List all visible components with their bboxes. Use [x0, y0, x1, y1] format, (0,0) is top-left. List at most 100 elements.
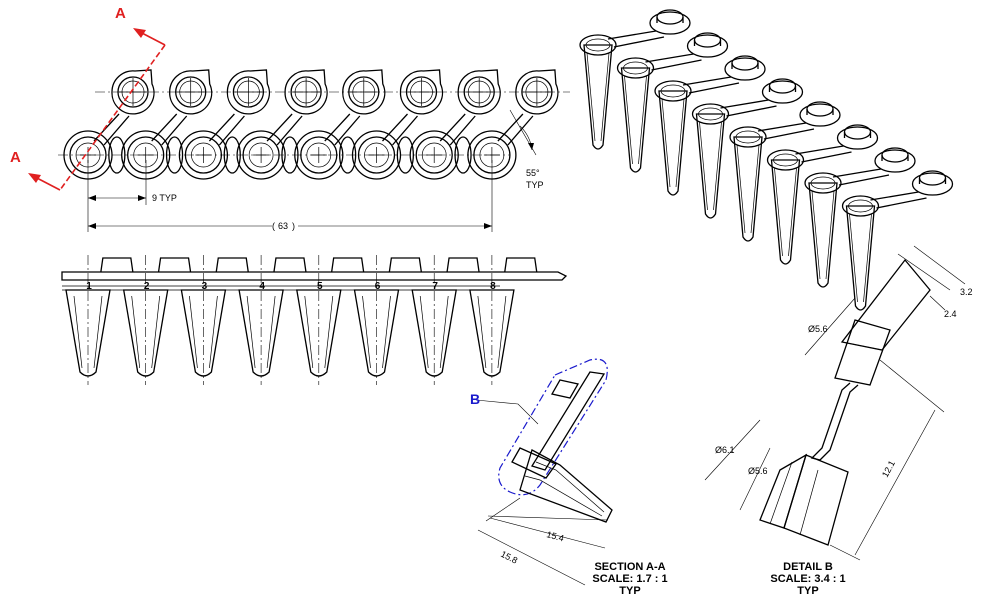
iso-tube-rim [841, 195, 880, 217]
section-arrow-head [28, 173, 41, 183]
section-rim [511, 447, 557, 479]
tube-profile [296, 289, 342, 377]
tube-bore [306, 142, 332, 168]
detail-dim-line [704, 419, 761, 481]
detail-hinge-arm [810, 382, 859, 461]
tube-wall [73, 295, 103, 369]
tube-wall [246, 295, 276, 369]
tube-number: 6 [375, 281, 381, 292]
iso-tube-bore [698, 107, 723, 121]
iso-tube-body [770, 159, 801, 265]
dim-section-len-1: 15.4 [545, 529, 565, 543]
tube-number: 4 [259, 281, 265, 292]
tube-center-mark [426, 147, 443, 163]
hinge-arm [439, 113, 476, 146]
tube-number: 7 [432, 281, 438, 292]
tube-wall [419, 295, 449, 369]
section-dim-line [489, 517, 606, 549]
detail-title-line3: TYP [797, 585, 818, 597]
iso-tube-bore [623, 61, 648, 75]
tube-rim [300, 136, 338, 174]
cap-outline [342, 69, 386, 115]
tube-bore [364, 142, 389, 168]
tube-number: 5 [317, 281, 323, 292]
dim-detail-w2: 2.4 [944, 309, 957, 319]
iso-tube-body [808, 182, 838, 288]
iso-tube-wall [736, 144, 760, 234]
iso-tube-wall [661, 98, 685, 188]
section-arrow-top [139, 31, 166, 46]
tube-bore [421, 142, 447, 168]
web-link [338, 136, 357, 174]
iso-tube-rim [691, 103, 730, 125]
tube-number: 2 [144, 281, 150, 292]
cap-ring [405, 76, 438, 108]
cap-center-mark [407, 78, 436, 106]
hinge-arm [324, 113, 361, 146]
cap-profile [331, 257, 365, 273]
iso-tube-bore [735, 130, 761, 144]
tube-profile [353, 289, 400, 377]
iso-hinge [682, 76, 740, 94]
tube-outer-rim [409, 130, 459, 180]
detail-b-label: B [470, 391, 480, 407]
web-link [454, 136, 472, 174]
iso-hinge [795, 145, 852, 163]
tube-center-mark [195, 147, 212, 163]
iso-cap-plug-side [918, 178, 947, 184]
iso-cap-plug-side [806, 109, 834, 115]
section-tube-inner [535, 461, 605, 513]
iso-tube-rim [804, 172, 842, 194]
tube-bore [191, 142, 216, 168]
section-tube-body [519, 449, 613, 523]
tube-wall [362, 295, 391, 369]
iso-cap [724, 57, 766, 81]
detail-rim-side [759, 453, 808, 529]
tube-profile [411, 289, 457, 377]
iso-tube-wall [811, 190, 835, 280]
dim-angle-typ: TYP [526, 180, 544, 190]
section-arrow-bottom [34, 176, 61, 191]
tube-wall [131, 295, 161, 369]
tube-rim [415, 136, 453, 174]
cap-profile [157, 257, 192, 273]
cap-ring [117, 76, 149, 108]
iso-tube-rim [729, 126, 767, 148]
detail-ext-line [879, 359, 945, 413]
cap-ring [521, 76, 553, 108]
iso-tube-wall [774, 167, 797, 257]
iso-hinge [870, 191, 927, 209]
cap-outline [399, 69, 444, 115]
section-ext-line [487, 515, 609, 521]
iso-tube-bore [773, 153, 798, 167]
cap-center-mark [349, 78, 378, 106]
section-title-line3: TYP [619, 585, 640, 597]
iso-cap-plug-side [881, 155, 909, 161]
dim-overall: 63 [278, 221, 288, 231]
detail-ext-line [829, 544, 861, 561]
iso-hinge [645, 53, 702, 71]
iso-cap-plug-side [843, 132, 872, 138]
section-cap [550, 379, 580, 399]
tube-wall [304, 295, 334, 369]
tube-wall [189, 295, 218, 369]
section-label-top: A [115, 5, 126, 22]
iso-cap [836, 126, 879, 150]
cap-ring [290, 76, 322, 108]
section-a-a-view: B 15.4 15.8 SECTION A-A SCALE: 1.7 : 1 T… [470, 358, 668, 597]
cap-outline [457, 69, 501, 115]
detail-title-line1: DETAIL B [783, 561, 833, 573]
tube-wall [477, 295, 507, 369]
tube-number: 8 [490, 281, 496, 292]
iso-tube-body [695, 113, 726, 219]
cap-center-mark [522, 78, 551, 106]
detail-dim-line [739, 447, 771, 511]
detail-title-line2: SCALE: 3.4 : 1 [770, 573, 845, 585]
iso-cap-plug-side [656, 17, 684, 23]
detail-b-outline [498, 358, 608, 496]
section-hinge [531, 371, 606, 471]
section-dim-line [477, 529, 586, 586]
isometric-view [579, 9, 954, 311]
cap-profile [100, 257, 134, 273]
